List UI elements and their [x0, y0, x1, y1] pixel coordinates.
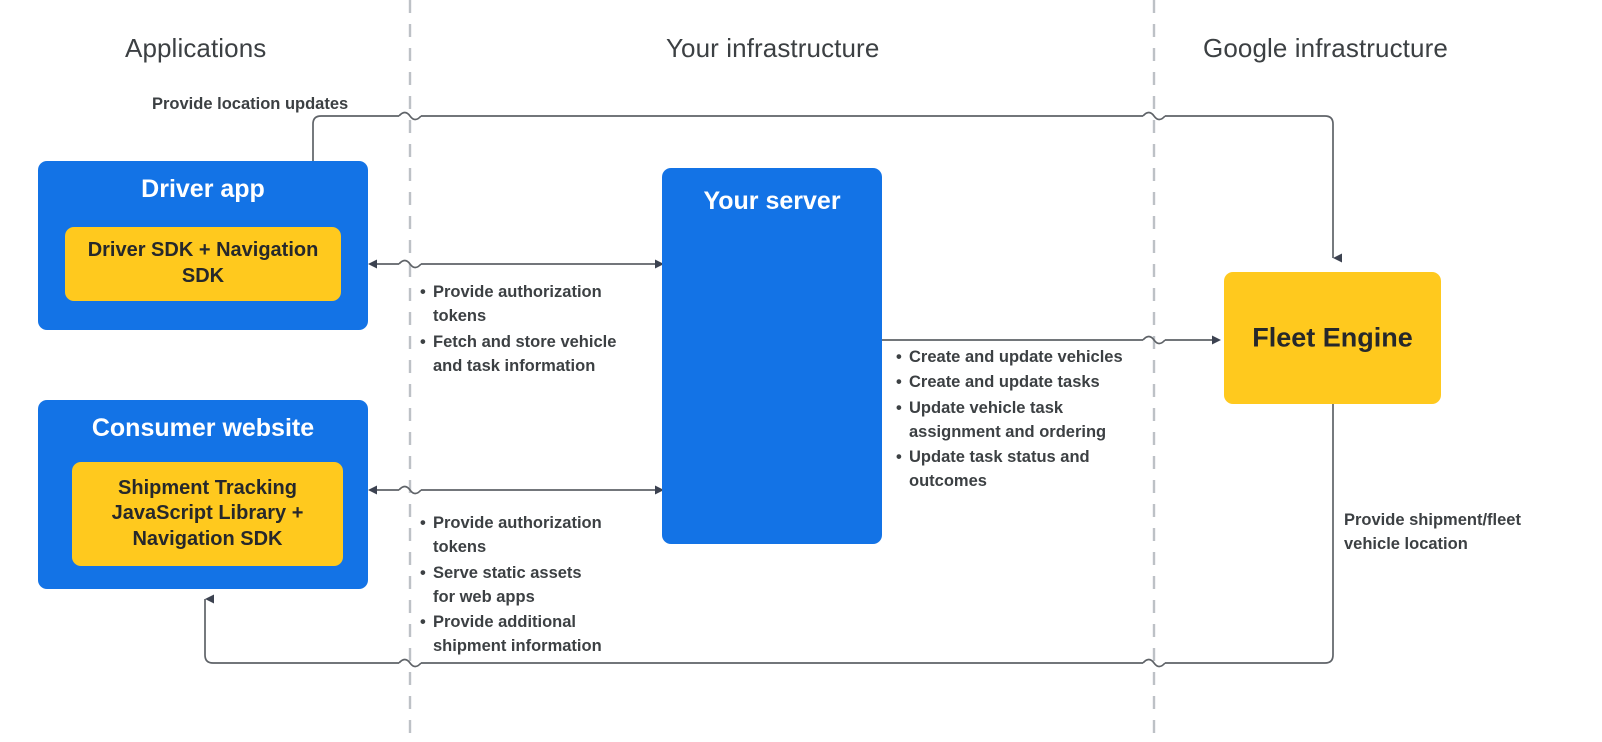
- line-jump-6: [1142, 658, 1166, 668]
- line-jump-4: [398, 485, 422, 495]
- list-item: Serve static assets for web apps: [420, 561, 660, 610]
- bullets-server-fleet: Create and update vehicles Create and up…: [896, 345, 1158, 495]
- node-consumer-website-library[interactable]: Shipment Tracking JavaScript Library + N…: [72, 462, 343, 566]
- zone-title-google-infrastructure: Google infrastructure: [1203, 33, 1448, 63]
- node-driver-app-sdk[interactable]: Driver SDK + Navigation SDK: [65, 227, 341, 301]
- list-item: Provide authorization tokens: [420, 280, 660, 329]
- list-item: Create and update tasks: [896, 370, 1158, 395]
- node-consumer-website-title: Consumer website: [91, 414, 315, 442]
- node-your-server[interactable]: Your server: [662, 168, 882, 544]
- line-jump-2: [1142, 111, 1166, 121]
- node-driver-app-title: Driver app: [141, 175, 265, 203]
- bullets-driver-server: Provide authorization tokens Fetch and s…: [420, 280, 660, 379]
- line-jump-1: [398, 111, 422, 121]
- list-item: Update task status and outcomes: [896, 445, 1158, 494]
- zone-title-your-infrastructure: Your infrastructure: [666, 33, 880, 63]
- line-jump-5: [1142, 335, 1166, 345]
- node-fleet-engine-title: Fleet Engine: [1252, 322, 1413, 353]
- node-your-server-title: Your server: [703, 187, 841, 215]
- bullets-consumer-server: Provide authorization tokens Serve stati…: [420, 511, 660, 660]
- node-fleet-engine[interactable]: Fleet Engine: [1224, 272, 1441, 404]
- list-item: Provide additional shipment information: [420, 610, 660, 659]
- list-item: Create and update vehicles: [896, 345, 1158, 370]
- node-driver-app[interactable]: Driver app Driver SDK + Navigation SDK: [38, 161, 368, 330]
- list-item: Provide authorization tokens: [420, 511, 660, 560]
- zone-title-applications: Applications: [125, 33, 267, 63]
- line-jump-7: [398, 658, 422, 668]
- list-item: Update vehicle task assignment and order…: [896, 396, 1158, 445]
- label-provide-shipment-fleet-location: Provide shipment/fleet vehicle location: [1344, 511, 1521, 554]
- node-consumer-website[interactable]: Consumer website Shipment Tracking JavaS…: [38, 400, 368, 589]
- line-jump-3: [398, 259, 422, 269]
- label-provide-location-updates: Provide location updates: [152, 95, 349, 113]
- list-item: Fetch and store vehicle and task informa…: [420, 330, 660, 379]
